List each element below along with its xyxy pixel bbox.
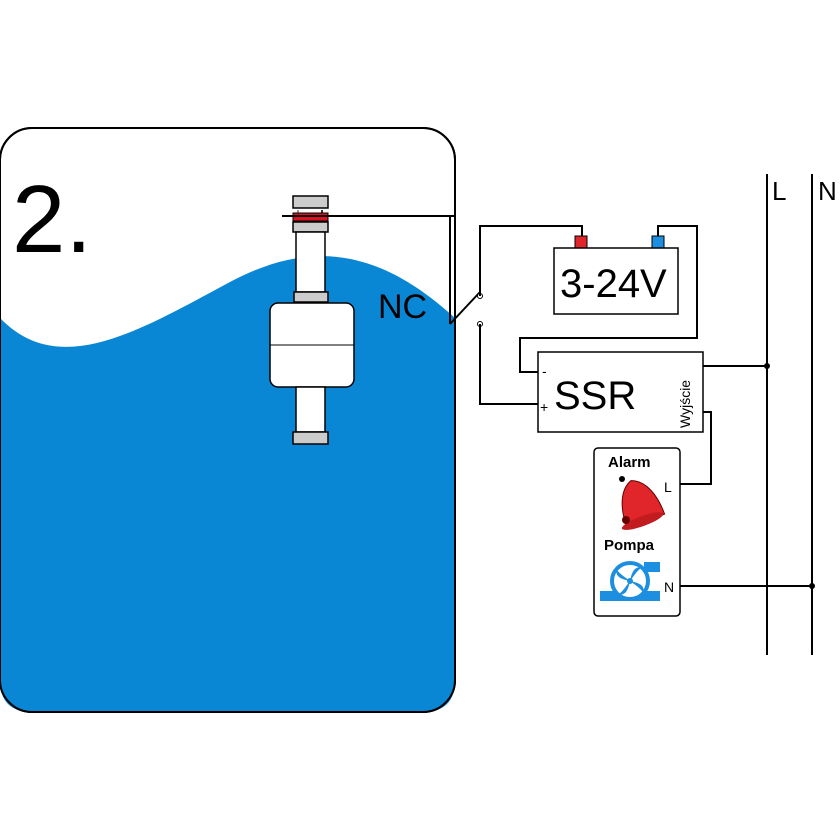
- junction-dot-n: [809, 583, 815, 589]
- power-supply-box: [553, 247, 679, 315]
- wires: [479, 174, 813, 655]
- power-supply-label: 3-24V: [560, 262, 667, 306]
- terminal-l-label: L: [664, 479, 672, 495]
- bell-icon: [619, 476, 666, 530]
- alarm-label: Alarm: [608, 454, 651, 471]
- ssr-label: SSR: [554, 374, 636, 418]
- junction-dot-l: [764, 363, 770, 369]
- positive-terminal: [574, 235, 588, 249]
- float-switch: [269, 195, 455, 445]
- load-box: Alarm Pompa L N: [593, 447, 681, 617]
- rail-label-l: L: [772, 176, 786, 206]
- ssr-relay: SSR - + Wyjście: [537, 351, 704, 433]
- nc-contact: NC: [378, 216, 483, 327]
- pump-icon: [600, 561, 660, 601]
- rail-label-n: N: [818, 176, 837, 206]
- ssr-box: [537, 351, 704, 433]
- nc-label: NC: [378, 288, 427, 326]
- step-number: 2.: [12, 166, 92, 273]
- terminal-n-label: N: [664, 579, 674, 595]
- ssr-minus: -: [542, 363, 547, 379]
- power-supply: 3-24V: [553, 235, 679, 315]
- ssr-output-label: Wyjście: [677, 380, 693, 428]
- ssr-plus: +: [540, 399, 548, 415]
- pump-label: Pompa: [604, 537, 655, 554]
- negative-terminal: [651, 235, 665, 249]
